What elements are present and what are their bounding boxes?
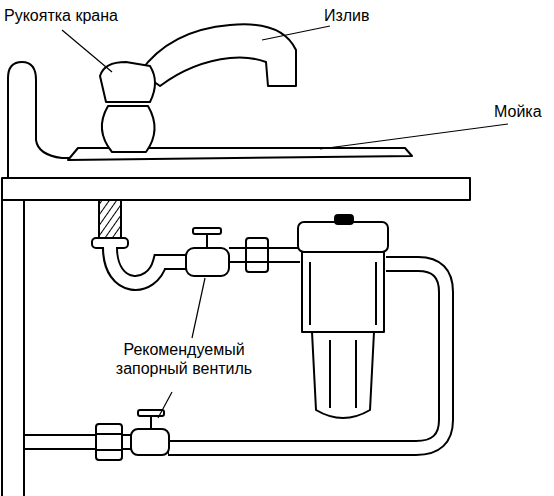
threaded-pipe	[99, 200, 121, 238]
backsplash	[8, 62, 75, 178]
cabinet-wall	[1, 200, 3, 496]
part-label: Излив	[324, 6, 369, 25]
part-label: Мойка	[494, 102, 542, 121]
cabinet-wall	[23, 200, 25, 496]
leader-line	[62, 30, 112, 72]
nut	[96, 424, 122, 460]
shutoff-valve	[186, 248, 229, 276]
leader-line	[320, 124, 508, 149]
part-label: Рекомендуемый запорный вентиль	[104, 340, 264, 378]
filter-body	[302, 252, 384, 332]
faucet-base	[102, 106, 155, 152]
filter-cap	[298, 222, 388, 252]
valve-stem	[150, 416, 152, 430]
countertop	[2, 178, 470, 200]
shutoff-valve	[131, 429, 169, 455]
leader-line	[262, 26, 330, 40]
faucet-handle	[100, 62, 155, 102]
part-label: Рукоятка крана	[4, 6, 118, 25]
spout	[140, 24, 296, 86]
nut	[246, 238, 268, 272]
valve-handle	[193, 228, 221, 234]
nut	[92, 238, 128, 248]
leader-line	[158, 392, 172, 418]
leader-line	[192, 278, 205, 338]
filter-cup	[312, 332, 374, 418]
filter-knob	[335, 215, 353, 224]
